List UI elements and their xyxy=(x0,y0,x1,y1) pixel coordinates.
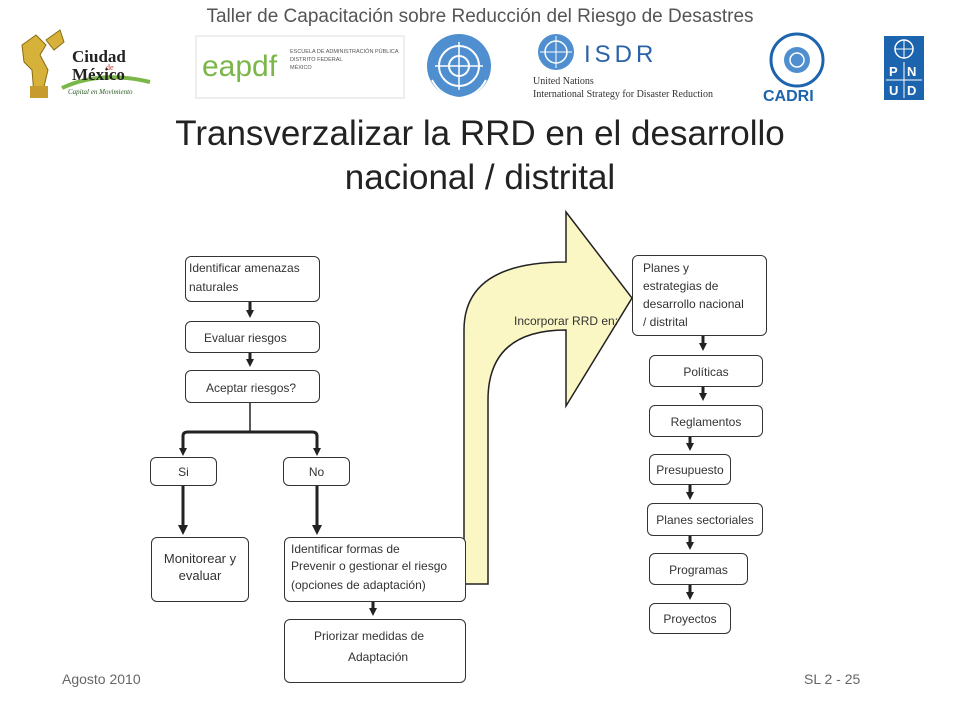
box-programas-label: Programas xyxy=(669,563,728,577)
isdr-logo: ISDR United Nations International Strate… xyxy=(533,34,713,100)
box-proyectos-label: Proyectos xyxy=(663,612,717,626)
incorporate-arrow xyxy=(463,209,633,585)
header-caption: Taller de Capacitación sobre Reducción d… xyxy=(206,6,754,27)
connector-split xyxy=(181,430,319,452)
box-prioritize-line2: Adaptación xyxy=(348,650,409,664)
ciudad-mexico-small: de xyxy=(106,63,114,72)
box-presupuesto-label: Presupuesto xyxy=(656,463,724,477)
ciudad-mexico-tagline: Capital en Movimiento xyxy=(68,88,133,96)
box-presupuesto: Presupuesto xyxy=(649,454,731,485)
pnud-letter-d: D xyxy=(907,83,916,98)
eapdf-line1: ESCUELA DE ADMINISTRACIÓN PÚBLICA xyxy=(290,48,399,55)
box-no-label: No xyxy=(308,465,325,479)
box-evaluate-risks: Evaluar riesgos xyxy=(185,321,320,353)
box-reglamentos-label: Reglamentos xyxy=(670,415,742,429)
box-reglamentos: Reglamentos xyxy=(649,405,763,437)
slide-title: Transverzalizar la RRD en el desarrollo … xyxy=(60,112,900,200)
box-prioritize: Priorizar medidas de Adaptación xyxy=(284,619,466,683)
un-emblem-icon xyxy=(427,34,491,100)
box-politicas-label: Políticas xyxy=(683,365,729,379)
box-planes-sectoriales-label: Planes sectoriales xyxy=(656,513,754,527)
isdr-line2: International Strategy for Disaster Redu… xyxy=(533,89,713,100)
box-national-plans-line2: estrategias de xyxy=(643,279,719,293)
box-identify-options: Identificar formas de Prevenir o gestion… xyxy=(284,537,466,602)
box-national-plans: Planes y estrategias de desarrollo nacio… xyxy=(632,255,767,336)
box-accept-risks: Aceptar riesgos? xyxy=(185,370,320,403)
box-programas: Programas xyxy=(649,553,748,585)
box-yes-label: Si xyxy=(178,465,189,479)
eapdf-line2: DISTRITO FEDERAL xyxy=(290,57,342,63)
box-monitor-line1: Monitorear y xyxy=(163,551,237,566)
box-accept-risks-label: Aceptar riesgos? xyxy=(206,381,297,395)
box-planes-sectoriales: Planes sectoriales xyxy=(647,503,763,536)
box-identify-hazards-line2: naturales xyxy=(189,280,239,294)
box-national-plans-line3: desarrollo nacional xyxy=(643,297,744,311)
pnud-letter-p: P xyxy=(889,64,898,79)
footer-date: Agosto 2010 xyxy=(62,671,141,687)
box-monitor-evaluate: Monitorear y evaluar xyxy=(151,537,249,602)
box-national-plans-line1: Planes y xyxy=(643,261,690,275)
pnud-logo: P N U D xyxy=(884,36,924,100)
ciudad-mexico-logo: Ciudad de México Capital en Movimiento xyxy=(21,29,151,98)
box-evaluate-risks-label: Evaluar riesgos xyxy=(204,331,287,345)
slide-title-line1: Transverzalizar la RRD en el desarrollo xyxy=(175,114,785,153)
ciudad-mexico-line1: Ciudad xyxy=(72,47,126,66)
footer-slide-number: SL 2 - 25 xyxy=(804,671,861,687)
box-prioritize-line1: Priorizar medidas de xyxy=(314,629,425,643)
isdr-line1: United Nations xyxy=(533,76,594,87)
box-politicas: Políticas xyxy=(649,355,763,387)
slide-title-line2: nacional / distrital xyxy=(344,158,616,197)
box-yes: Si xyxy=(150,457,217,486)
box-no: No xyxy=(283,457,350,486)
pnud-letter-u: U xyxy=(889,83,898,98)
isdr-mark: ISDR xyxy=(584,41,657,68)
box-identify-hazards-line1: Identificar amenazas xyxy=(189,261,300,275)
box-identify-hazards: Identificar amenazas naturales xyxy=(185,256,320,302)
box-proyectos: Proyectos xyxy=(649,603,731,634)
cadri-mark: CADRI xyxy=(763,88,814,105)
incorporate-label: Incorporar RRD en: xyxy=(514,314,619,328)
box-identify-options-line1: Identificar formas de xyxy=(291,542,400,556)
box-monitor-line2: evaluar xyxy=(178,568,222,583)
ciudad-mexico-line2: México xyxy=(72,65,125,84)
cadri-logo: CADRI xyxy=(763,32,825,105)
eapdf-mark: eapdf xyxy=(202,50,278,83)
box-identify-options-line3: (opciones de adaptación) xyxy=(291,578,426,592)
box-identify-options-line2: Prevenir o gestionar el riesgo xyxy=(291,559,448,573)
eapdf-logo: eapdf ESCUELA DE ADMINISTRACIÓN PÚBLICA … xyxy=(195,35,405,99)
pnud-letter-n: N xyxy=(907,64,916,79)
eapdf-line3: MÉXICO xyxy=(290,64,312,71)
box-national-plans-line4: / distrital xyxy=(643,315,688,329)
